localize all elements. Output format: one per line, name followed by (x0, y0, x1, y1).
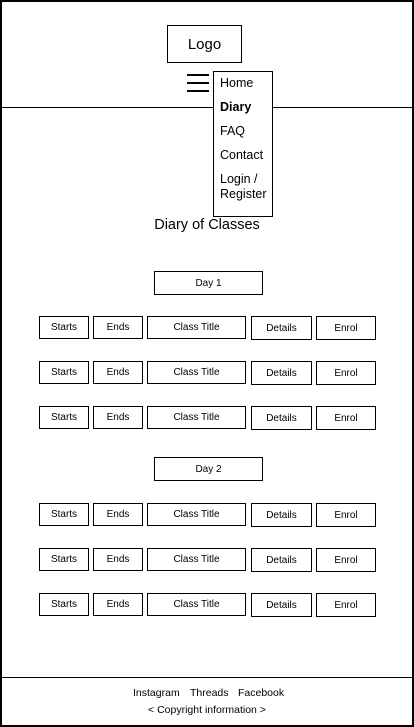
class-enrol-cell[interactable]: Enrol (316, 503, 376, 527)
class-details-cell[interactable]: Details (251, 316, 312, 340)
nav-item-faq[interactable]: FAQ (220, 124, 246, 138)
day-label: Day 1 (154, 271, 263, 295)
class-class-title-cell[interactable]: Class Title (147, 406, 246, 429)
class-details-cell[interactable]: Details (251, 593, 312, 617)
nav-dropdown-menu: Home Diary FAQ Contact Login / Register (213, 71, 273, 217)
class-ends-cell: Ends (93, 406, 143, 429)
header-divider (2, 107, 412, 108)
class-class-title-cell[interactable]: Class Title (147, 548, 246, 571)
hamburger-menu-icon[interactable] (187, 74, 209, 94)
footer-link-facebook[interactable]: Facebook (238, 687, 285, 699)
day-label: Day 2 (154, 457, 263, 481)
logo[interactable]: Logo (167, 25, 242, 63)
nav-item-home[interactable]: Home (220, 76, 254, 90)
footer-divider (2, 677, 412, 678)
class-starts-cell: Starts (39, 548, 89, 571)
page-title: Diary of Classes (154, 217, 260, 233)
class-enrol-cell[interactable]: Enrol (316, 548, 376, 572)
class-enrol-cell[interactable]: Enrol (316, 361, 376, 385)
class-enrol-cell[interactable]: Enrol (316, 593, 376, 617)
class-ends-cell: Ends (93, 548, 143, 571)
class-class-title-cell[interactable]: Class Title (147, 316, 246, 339)
footer-link-instagram[interactable]: Instagram (133, 687, 180, 699)
copyright-text: < Copyright information > (148, 704, 266, 716)
class-starts-cell: Starts (39, 503, 89, 526)
class-enrol-cell[interactable]: Enrol (316, 316, 376, 340)
class-enrol-cell[interactable]: Enrol (316, 406, 376, 430)
class-class-title-cell[interactable]: Class Title (147, 361, 246, 384)
class-details-cell[interactable]: Details (251, 406, 312, 430)
nav-item-contact[interactable]: Contact (220, 148, 264, 162)
class-details-cell[interactable]: Details (251, 361, 312, 385)
class-details-cell[interactable]: Details (251, 503, 312, 527)
nav-item-diary[interactable]: Diary (220, 100, 252, 114)
class-starts-cell: Starts (39, 593, 89, 616)
class-ends-cell: Ends (93, 316, 143, 339)
class-starts-cell: Starts (39, 406, 89, 429)
class-details-cell[interactable]: Details (251, 548, 312, 572)
nav-item-login[interactable]: Login / (220, 172, 258, 186)
nav-item-register[interactable]: Register (220, 187, 267, 201)
footer-link-threads[interactable]: Threads (190, 687, 229, 699)
class-ends-cell: Ends (93, 503, 143, 526)
class-class-title-cell[interactable]: Class Title (147, 503, 246, 526)
class-ends-cell: Ends (93, 361, 143, 384)
class-ends-cell: Ends (93, 593, 143, 616)
class-starts-cell: Starts (39, 316, 89, 339)
class-starts-cell: Starts (39, 361, 89, 384)
class-class-title-cell[interactable]: Class Title (147, 593, 246, 616)
